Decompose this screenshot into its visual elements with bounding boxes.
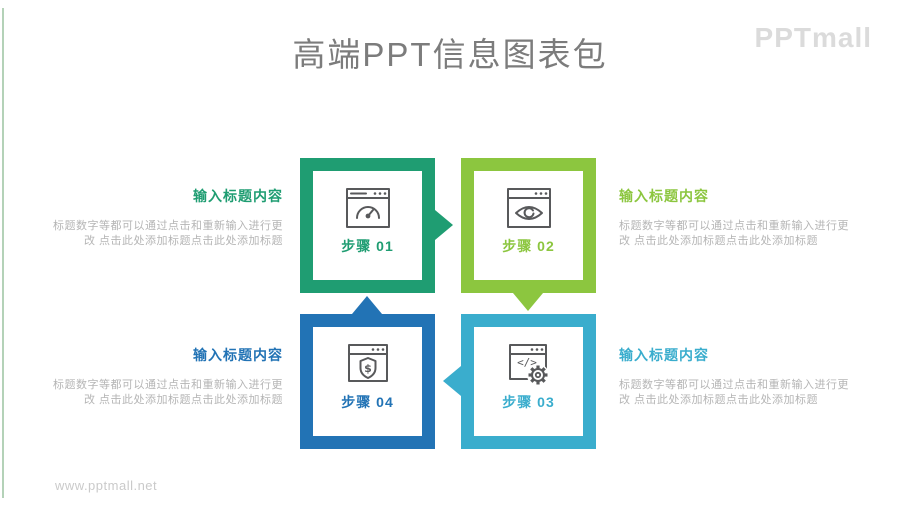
arrow-step4-to-step1-icon bbox=[352, 296, 382, 314]
text-block-top-right: 输入标题内容 标题数字等都可以通过点击和重新输入进行更改 点击此处添加标题点击此… bbox=[619, 186, 857, 249]
text-block-body: 标题数字等都可以通过点击和重新输入进行更改 点击此处添加标题点击此处添加标题 bbox=[53, 379, 283, 406]
browser-eye-icon bbox=[505, 186, 553, 230]
pptmall-logo: PPTmall bbox=[754, 22, 872, 53]
browser-shield-dollar-icon: $ bbox=[344, 342, 392, 386]
text-block-bottom-left: 输入标题内容 标题数字等都可以通过点击和重新输入进行更改 点击此处添加标题点击此… bbox=[45, 345, 283, 408]
text-block-body: 标题数字等都可以通过点击和重新输入进行更改 点击此处添加标题点击此处添加标题 bbox=[619, 379, 849, 406]
text-block-title: 输入标题内容 bbox=[193, 188, 283, 204]
text-block-body: 标题数字等都可以通过点击和重新输入进行更改 点击此处添加标题点击此处添加标题 bbox=[53, 220, 283, 247]
text-block-body: 标题数字等都可以通过点击和重新输入进行更改 点击此处添加标题点击此处添加标题 bbox=[619, 220, 849, 247]
arrow-step3-to-step4-icon bbox=[443, 366, 461, 396]
step-01-label: 步骤 01 bbox=[341, 238, 394, 254]
left-border-line bbox=[2, 8, 4, 498]
step-04-square: $ 步骤 04 bbox=[300, 314, 435, 449]
svg-text:$: $ bbox=[364, 362, 372, 375]
text-block-bottom-right: 输入标题内容 标题数字等都可以通过点击和重新输入进行更改 点击此处添加标题点击此… bbox=[619, 345, 857, 408]
step-01-square: 步骤 01 bbox=[300, 158, 435, 293]
text-block-title: 输入标题内容 bbox=[619, 188, 709, 204]
step-03-square: </> 步骤 03 bbox=[461, 314, 596, 449]
arrow-step1-to-step2-icon bbox=[435, 210, 453, 240]
text-block-top-left: 输入标题内容 标题数字等都可以通过点击和重新输入进行更改 点击此处添加标题点击此… bbox=[45, 186, 283, 249]
arrow-step2-to-step3-icon bbox=[513, 293, 543, 311]
browser-gauge-icon bbox=[344, 186, 392, 230]
step-02-square: 步骤 02 bbox=[461, 158, 596, 293]
text-block-title: 输入标题内容 bbox=[193, 347, 283, 363]
text-block-title: 输入标题内容 bbox=[619, 347, 709, 363]
step-03-label: 步骤 03 bbox=[502, 394, 555, 410]
page-title: 高端PPT信息图表包 bbox=[292, 36, 608, 73]
step-02-label: 步骤 02 bbox=[502, 238, 555, 254]
browser-code-gear-icon: </> bbox=[505, 342, 553, 386]
step-04-label: 步骤 04 bbox=[341, 394, 394, 410]
watermark-url: www.pptmall.net bbox=[55, 478, 158, 493]
